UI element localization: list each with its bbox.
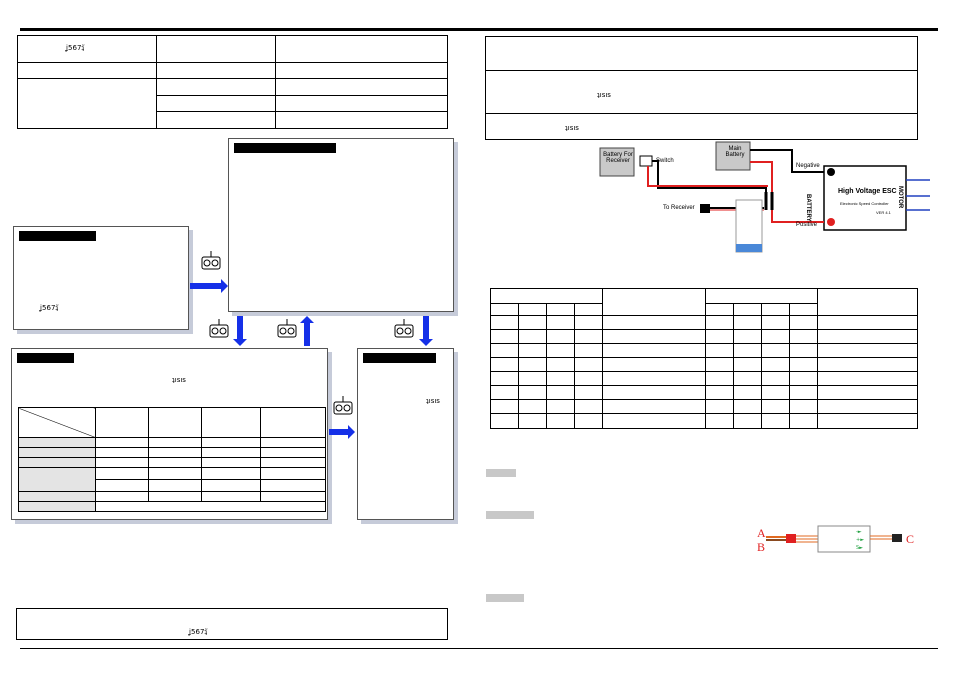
transmitter-icon xyxy=(394,319,414,338)
flow-box-4: ʇısıs xyxy=(357,348,454,520)
bec-connector-icon: -► +► S► xyxy=(766,525,902,553)
note-box: ʝ567ʇ̃ xyxy=(16,608,448,640)
glyph-text: ʇısıs xyxy=(172,376,186,384)
transmitter-icon xyxy=(333,396,353,415)
box-header xyxy=(363,353,436,363)
transmitter-icon xyxy=(209,319,229,338)
label-to-receiver: To Receiver xyxy=(663,205,695,211)
bec-label-b: B xyxy=(757,540,766,554)
label-battery-side: BATTERY xyxy=(805,194,811,222)
label-main-battery: Main Battery xyxy=(725,146,745,158)
bec-label-a: A xyxy=(757,526,766,540)
arrow-icon xyxy=(329,425,355,439)
info-box: ʇısıs ʇısıs xyxy=(485,36,918,140)
box-header xyxy=(234,143,336,153)
label-battery-receiver: Battery For Receiver xyxy=(603,152,633,164)
label-switch: Switch xyxy=(656,158,674,164)
label-esc-sub: Electronic Speed Controller xyxy=(840,201,889,206)
label-motor-side: MOTOR xyxy=(897,186,903,209)
top-rule xyxy=(20,28,938,31)
wiring-diagram xyxy=(599,141,930,253)
glyph-text: ʝ567ʇ̃ xyxy=(189,628,208,636)
section-tag xyxy=(486,469,516,477)
glyph-text: ʝ567ʇ̃ xyxy=(40,304,59,312)
glyph-text: ʇısıs xyxy=(426,397,440,405)
box-header xyxy=(19,231,96,241)
svg-text:+►: +► xyxy=(856,537,864,543)
glyph-text: ʇısıs xyxy=(597,91,611,99)
arrow-icon xyxy=(190,279,228,293)
bottom-rule xyxy=(20,648,938,649)
label-esc-ver: VER 4.1 xyxy=(876,210,891,215)
section-tag xyxy=(486,594,524,602)
mode-table xyxy=(18,407,326,512)
right-table xyxy=(490,288,918,429)
svg-text:S►: S► xyxy=(856,545,863,551)
flow-box-2: ʝ567ʇ̃ xyxy=(13,226,189,330)
transmitter-icon xyxy=(201,251,221,270)
svg-text:-►: -► xyxy=(856,529,862,535)
arrow-icon xyxy=(300,316,314,346)
flow-box-3: ʇısıs xyxy=(11,348,328,520)
arrow-icon xyxy=(419,316,433,346)
label-esc-title: High Voltage ESC xyxy=(838,188,897,195)
label-negative: Negative xyxy=(796,163,820,169)
flow-box-1 xyxy=(228,138,454,312)
glyph-text: ʇısıs xyxy=(565,124,579,132)
glyph-text: ʝ567ʇ̃ xyxy=(66,44,85,52)
box-header xyxy=(17,353,74,363)
bec-label-c: C xyxy=(906,532,915,546)
section-tag xyxy=(486,511,534,519)
arrow-icon xyxy=(233,316,247,346)
transmitter-icon xyxy=(277,319,297,338)
label-positive: Positive xyxy=(796,222,818,228)
top-left-table: ʝ567ʇ̃ xyxy=(17,35,448,129)
